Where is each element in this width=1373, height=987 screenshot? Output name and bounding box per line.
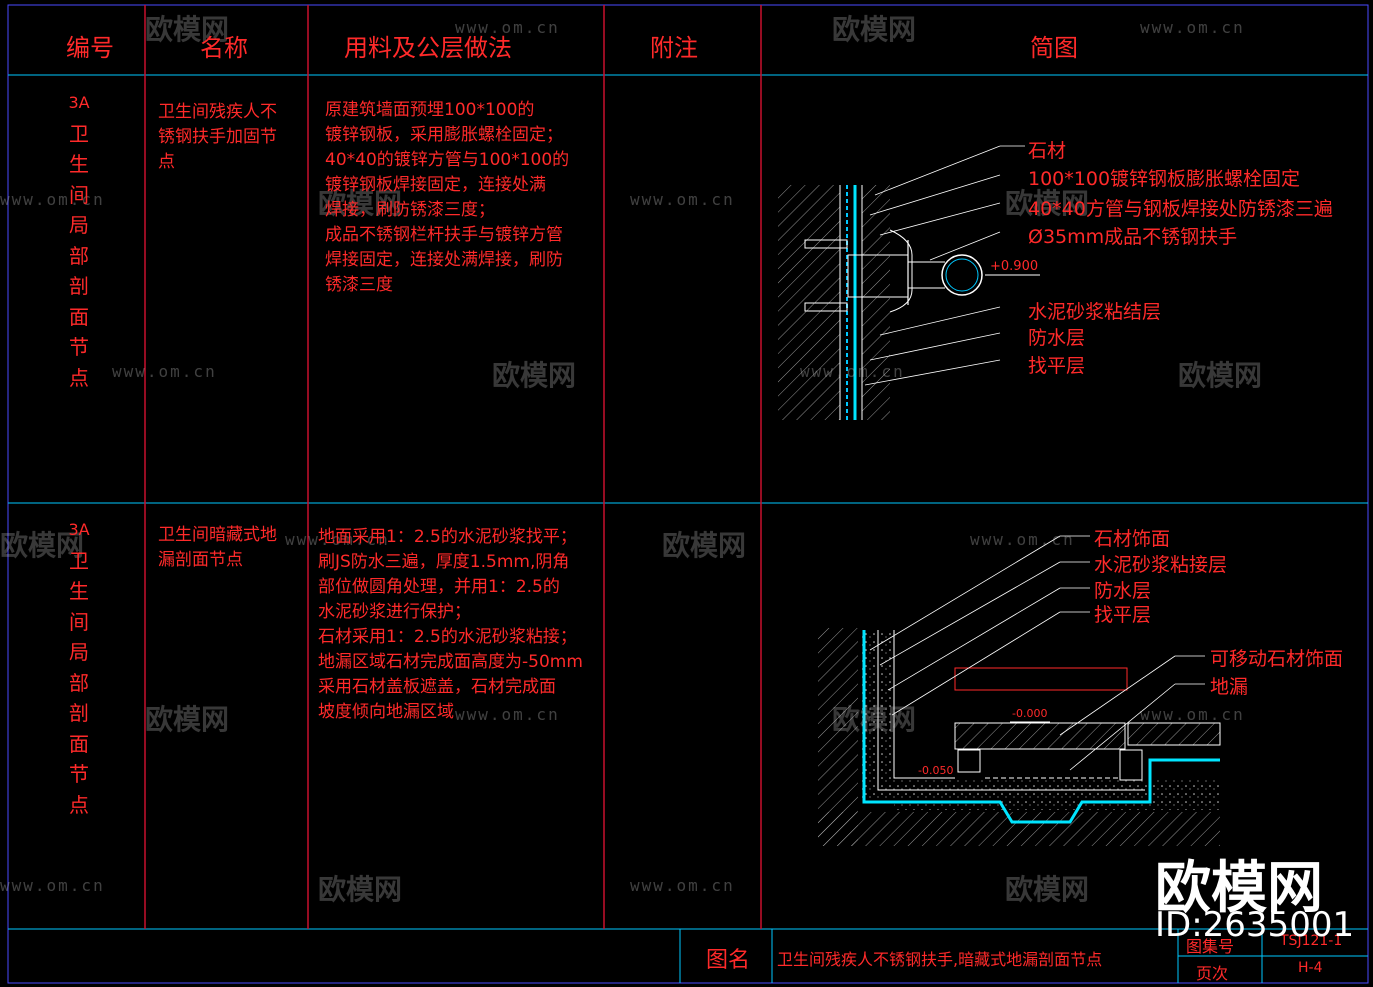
row1-elevation: +0.900: [990, 259, 1039, 274]
watermark-logo: 欧模网: [832, 703, 917, 736]
row1-number-char: 间: [69, 182, 89, 207]
row1-number-char: 面: [69, 304, 89, 329]
row2-label-floor-drain: 地漏: [1210, 676, 1249, 698]
brand-id: ID:2635001: [1155, 905, 1355, 945]
row2-number-char: 卫: [69, 548, 89, 573]
watermark-logo: 欧模网: [145, 13, 230, 46]
watermark-url: www.om.cn: [630, 876, 735, 895]
row1-label-plate: 100*100镀锌钢板膨胀螺栓固定: [1028, 168, 1301, 190]
row2-number-code: 3A: [68, 520, 90, 539]
watermark-url: www.om.cn: [970, 530, 1075, 549]
row1-number-char: 部: [69, 243, 89, 268]
watermark-url: www.om.cn: [0, 876, 105, 895]
header-notes: 附注: [650, 34, 698, 62]
watermark-url: www.om.cn: [800, 362, 905, 381]
row2-label-mortar: 水泥砂浆粘接层: [1094, 554, 1228, 576]
row1-number-char: 卫: [69, 121, 89, 146]
row2-label-stone-finish: 石材饰面: [1094, 528, 1171, 550]
watermark-url: www.om.cn: [112, 362, 217, 381]
watermark-url: www.om.cn: [1140, 705, 1245, 724]
row1-label-handrail: Ø35mm成品不锈钢扶手: [1028, 226, 1238, 248]
row1-number-char: 生: [69, 152, 89, 176]
watermark-logo: 欧模网: [1005, 187, 1090, 220]
watermark-logo: 欧模网: [492, 359, 577, 392]
row1-number-char: 局: [69, 213, 89, 237]
brand-logo: 欧模网: [1155, 856, 1323, 921]
handrail-section-diagram: [778, 145, 1040, 420]
row2-number-char: 间: [69, 609, 89, 634]
atlas-value: TSJ121-1: [1280, 933, 1343, 949]
outer-frame: [7, 4, 1369, 984]
watermark-url: www.om.cn: [285, 530, 390, 549]
header-number: 编号: [66, 34, 114, 62]
watermark-logo: 欧模网: [0, 529, 85, 562]
header-materials: 用料及公层做法: [344, 34, 512, 62]
drawing-name: 卫生间残疾人不锈钢扶手,暗藏式地漏剖面节点: [777, 950, 1103, 969]
row2-method: 地面采用1：2.5的水泥砂浆找平； 刷JS防水三遍，厚度1.5mm,阴角 部位做…: [318, 527, 583, 722]
row2-elevation-0: -0.000: [1012, 707, 1048, 720]
floor-drain-section-diagram: [818, 535, 1221, 846]
watermark-url: www.om.cn: [1140, 18, 1245, 37]
row1-label-tube: 40*40方管与钢板焊接处防锈漆三遍: [1028, 198, 1333, 220]
row2-number-char: 节: [69, 762, 89, 786]
row1-number-char: 节: [69, 335, 89, 359]
page-label: 页次: [1196, 964, 1229, 983]
watermark-logo: 欧模网: [145, 703, 230, 736]
row2-number-char: 部: [69, 670, 89, 695]
row2-number-char: 面: [69, 731, 89, 756]
row2-number: 3A 卫 生 间 局 部 剖 面 节 点: [66, 515, 92, 820]
watermark-url: www.om.cn: [630, 190, 735, 209]
row2-label-removable-stone: 可移动石材饰面: [1210, 648, 1344, 670]
watermark-url: www.om.cn: [0, 190, 105, 209]
watermark-logo: 欧模网: [318, 873, 403, 906]
row2-number-char: 点: [69, 792, 89, 817]
watermark-logo: 欧模网: [1005, 873, 1090, 906]
row1-label-leveling: 找平层: [1028, 355, 1086, 377]
watermark-logo: 欧模网: [832, 13, 917, 46]
row1-label-mortar: 水泥砂浆粘结层: [1028, 301, 1162, 323]
row1-method: 原建筑墙面预埋100*100的 镀锌钢板，采用膨胀螺栓固定； 40*40的镀锌方…: [325, 100, 570, 295]
row1-number-code: 3A: [68, 93, 90, 112]
row2-label-waterproof: 防水层: [1094, 580, 1152, 602]
watermark-logo: 欧模网: [1178, 359, 1263, 392]
row2-elevation-50: -0.050: [918, 764, 954, 777]
row2-name: 卫生间暗藏式地 漏剖面节点: [158, 525, 277, 570]
row2-number-char: 局: [69, 640, 89, 664]
row2-label-leveling: 找平层: [1094, 604, 1152, 626]
row1-number-char: 剖: [69, 274, 89, 298]
header-diagram: 简图: [1030, 34, 1078, 62]
page-value: H-4: [1298, 960, 1323, 976]
header-name: 名称: [200, 34, 248, 62]
watermark-url: www.om.cn: [455, 705, 560, 724]
atlas-label: 图集号: [1186, 937, 1235, 956]
row2-number-char: 生: [69, 579, 89, 603]
row2-number-char: 剖: [69, 701, 89, 725]
row1-name: 卫生间残疾人不 锈钢扶手加固节 点: [158, 102, 277, 172]
row1-label-stone: 石材: [1028, 140, 1067, 162]
row1-label-waterproof: 防水层: [1028, 327, 1086, 349]
row1-number-char: 点: [69, 365, 89, 390]
row1-number: 3A 卫 生 间 局 部 剖 面 节 点: [66, 88, 92, 393]
watermark-logo: 欧模网: [318, 187, 403, 220]
drawing-name-label: 图名: [706, 948, 751, 973]
watermark-logo: 欧模网: [662, 529, 747, 562]
watermark-url: www.om.cn: [455, 18, 560, 37]
